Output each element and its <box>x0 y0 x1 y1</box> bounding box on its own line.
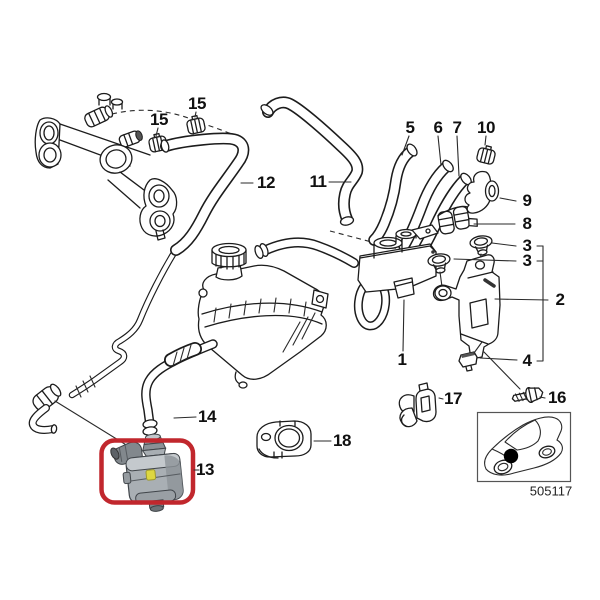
hose-clamp-15-right <box>184 113 207 136</box>
hose-clamp-10 <box>475 143 498 166</box>
part-location-marker <box>503 448 519 464</box>
holder-clip-17-drawing <box>398 382 437 428</box>
bolt-16-drawing <box>511 386 544 404</box>
hose-5-drawing <box>374 143 418 240</box>
grommet-3-upper <box>468 233 495 258</box>
coolant-manifold-drawing <box>34 92 178 241</box>
rubber-buffer-4-drawing <box>458 341 521 390</box>
spring-clip-9-drawing <box>464 170 500 214</box>
expansion-tank-drawing <box>197 242 329 389</box>
hose-12-drawing <box>160 139 243 250</box>
hose-6-drawing <box>404 159 454 246</box>
hose-11-drawing <box>260 102 357 226</box>
diagram-code: 505117 <box>529 483 573 499</box>
part-13-highlight-box <box>99 438 196 505</box>
bracket-2-drawing <box>432 254 501 360</box>
hose-14-drawing <box>143 344 213 436</box>
double-clamp-8-drawing <box>437 205 478 235</box>
car-location-inset <box>476 411 572 483</box>
water-valve-assembly-drawing <box>353 224 439 352</box>
pump-holder-18-drawing <box>256 420 312 459</box>
tank-to-valve-hose-drawing <box>254 243 354 263</box>
callout-leader-lines <box>155 111 549 471</box>
coolant-pipe-drawing <box>30 248 177 434</box>
